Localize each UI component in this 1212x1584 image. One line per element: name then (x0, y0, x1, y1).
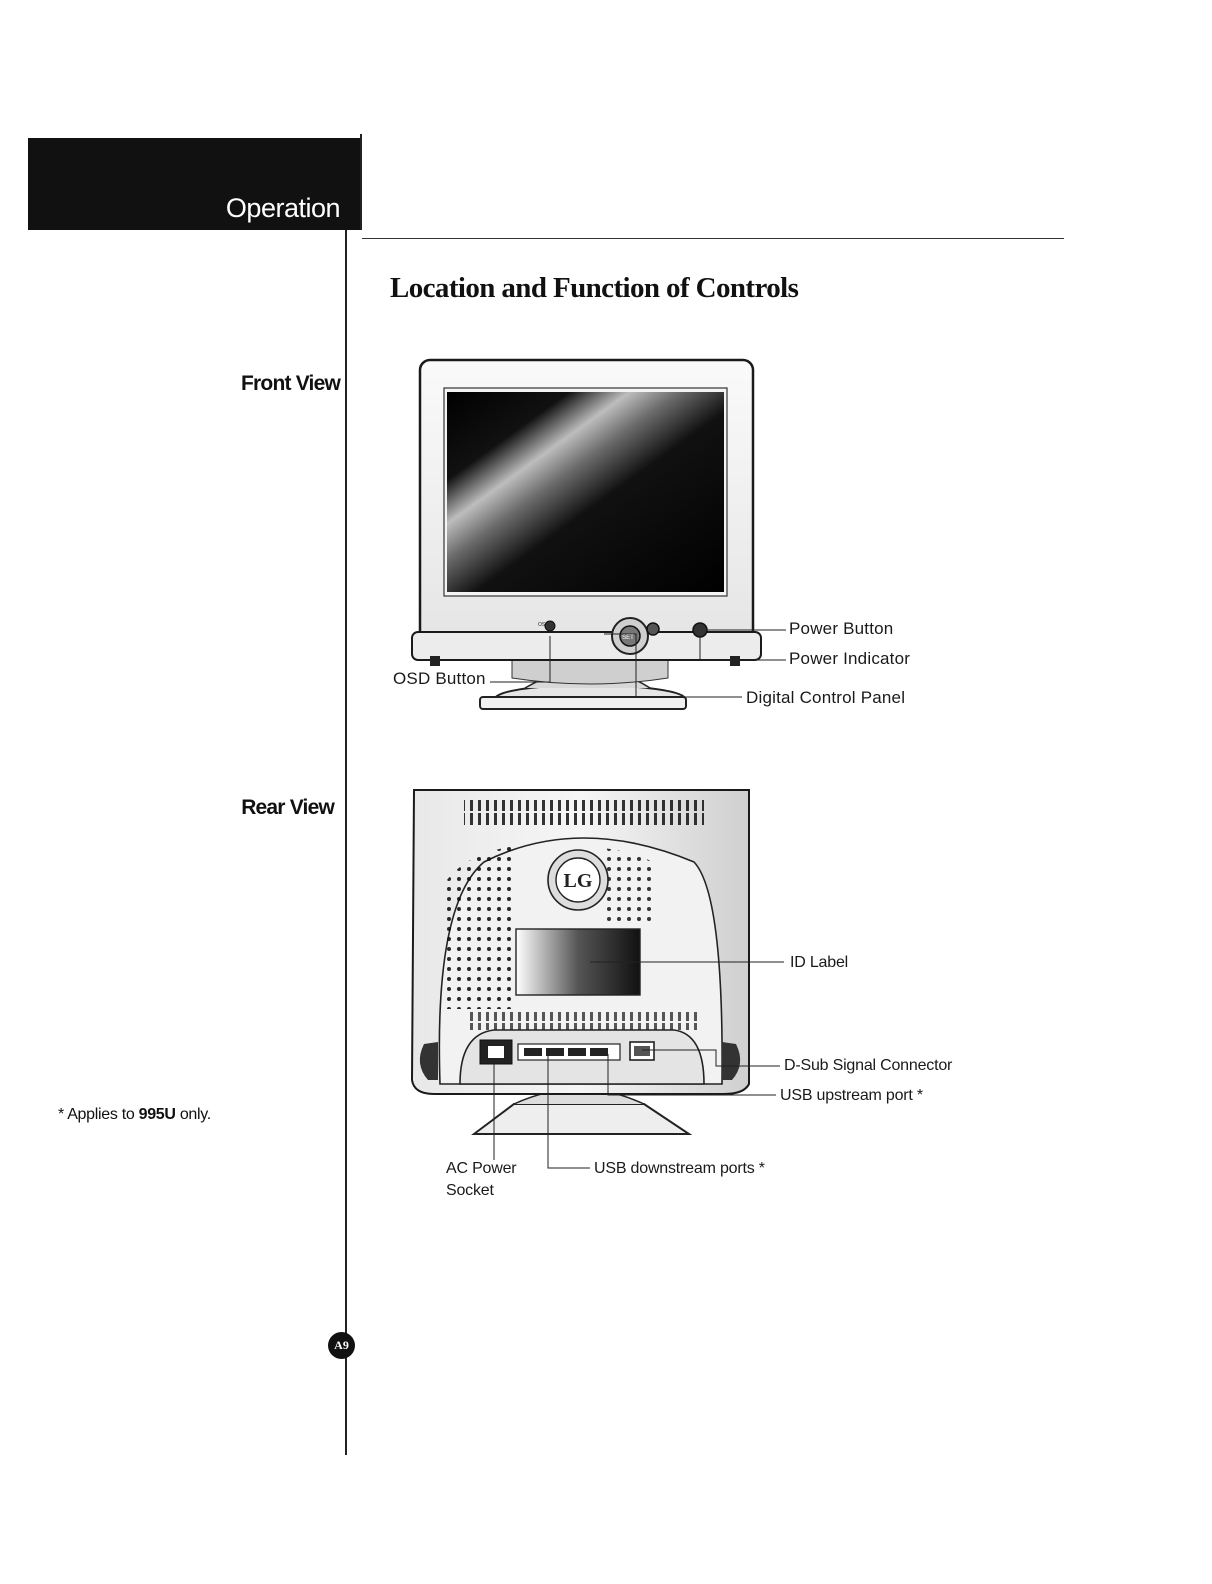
callout-id-label: ID Label (790, 954, 848, 972)
callout-dsub-connector: D-Sub Signal Connector (784, 1057, 952, 1075)
callout-usb-downstream: USB downstream ports * (594, 1160, 765, 1178)
callout-usb-upstream: USB upstream port * (780, 1087, 923, 1105)
callout-ac-power-line1: AC Power (446, 1160, 516, 1178)
callout-ac-power-line2: Socket (446, 1182, 494, 1200)
